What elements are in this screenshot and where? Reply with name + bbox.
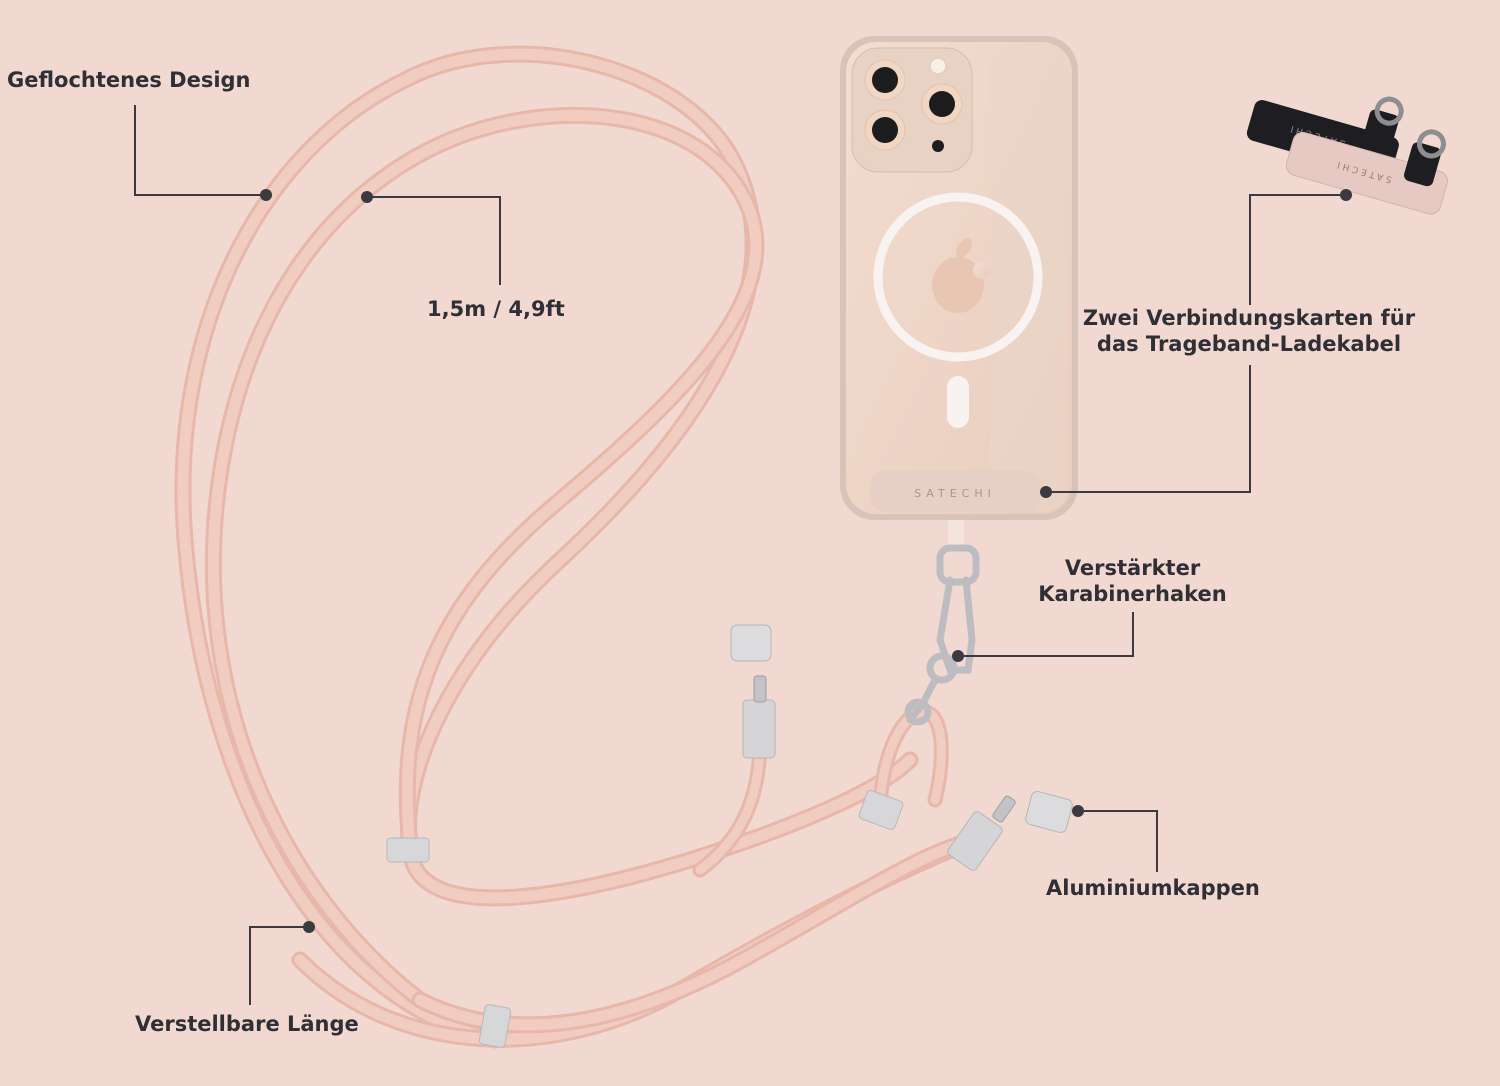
label-carabiner: Verstärkter Karabinerhaken — [1030, 555, 1235, 607]
adjuster-middle — [858, 790, 904, 830]
braided-cord — [174, 45, 984, 1049]
apple-logo — [932, 238, 991, 313]
phone-with-case: SATECHI — [840, 36, 1078, 520]
label-length: 1,5m / 4,9ft — [427, 297, 565, 321]
aluminum-cap-right — [1025, 790, 1073, 834]
magsafe-ring — [873, 192, 1043, 362]
card-logo: SATECHI — [914, 487, 996, 500]
adjuster-bottom — [478, 1004, 512, 1048]
carabiner — [904, 520, 980, 726]
label-connection-cards-line1: Zwei Verbindungskarten für — [1082, 306, 1416, 330]
length-adjusters — [386, 790, 904, 1048]
label-aluminum-caps: Aluminiumkappen — [1046, 876, 1260, 900]
callout-carabiner — [958, 612, 1134, 657]
callout-lines — [134, 105, 1346, 1005]
callout-braided — [134, 105, 266, 196]
connection-card-pink — [1285, 131, 1448, 215]
callout-length — [367, 196, 501, 285]
callout-caps — [1078, 810, 1158, 872]
label-adjustable-length: Verstellbare Länge — [135, 1012, 359, 1036]
connection-cards: SATECHI SATECHI — [1246, 96, 1448, 215]
aluminum-cap-left — [730, 624, 772, 662]
callout-cards — [1249, 194, 1346, 305]
callout-dots — [260, 189, 1352, 933]
connection-card-on-phone — [870, 470, 1040, 512]
usb-c-end-left — [730, 624, 776, 759]
usb-c-end-right — [947, 790, 1073, 871]
label-braided-design: Geflochtenes Design — [7, 68, 251, 92]
callout-adjustable — [249, 926, 309, 1005]
callout-cards-lower — [1046, 365, 1251, 493]
label-carabiner-line2: Karabinerhaken — [1038, 582, 1227, 606]
label-connection-cards: Zwei Verbindungskarten für das Trageband… — [1076, 305, 1422, 357]
label-connection-cards-line2: das Trageband-Ladekabel — [1096, 332, 1402, 356]
adjuster-left — [386, 837, 430, 863]
label-carabiner-line1: Verstärkter — [1064, 556, 1201, 580]
